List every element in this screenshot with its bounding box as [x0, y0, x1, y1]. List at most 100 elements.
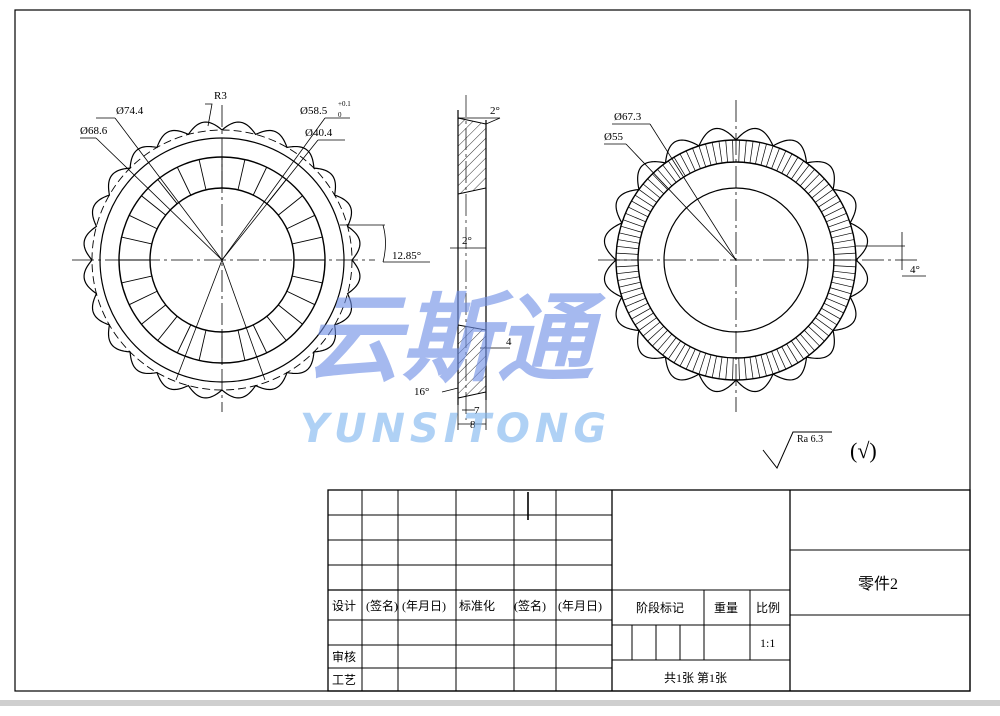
right-serration-line — [821, 200, 841, 213]
right-serration-line — [786, 343, 799, 363]
leader-lower-right — [221, 259, 266, 381]
left-radial-rib — [176, 324, 192, 353]
right-serration-line — [711, 355, 717, 378]
left-radial-rib — [141, 304, 166, 325]
right-serration-line — [776, 150, 787, 172]
dim-d585-tol-upper: +0.1 — [338, 100, 351, 108]
left-radial-rib — [121, 275, 152, 284]
right-serration-line — [616, 270, 639, 275]
right-serration-line — [738, 357, 740, 380]
left-radial-rib — [278, 195, 303, 216]
right-serration-line — [667, 340, 681, 360]
right-serration-line — [799, 169, 815, 187]
right-serration-line — [771, 148, 780, 169]
left-radial-rib — [286, 290, 315, 306]
right-serration-line — [628, 206, 649, 218]
dim-d585: Ø58.5 — [300, 105, 328, 117]
leader-d744 — [114, 117, 223, 261]
right-serration-line — [711, 142, 717, 165]
right-serration-line — [786, 157, 799, 177]
right-serration-line — [791, 340, 805, 360]
right-serration-line — [657, 333, 673, 351]
right-serration-line — [652, 173, 668, 190]
dim-d686: Ø68.6 — [80, 125, 108, 137]
left-radial-rib — [278, 304, 303, 325]
right-serration-line — [804, 330, 820, 347]
right-serration-line — [771, 351, 780, 372]
right-serration-line — [795, 337, 810, 356]
leader-d585 — [221, 117, 326, 261]
right-serration-line — [725, 140, 728, 163]
right-serration-line — [647, 326, 665, 342]
leader-lower-left — [175, 259, 223, 381]
tb-review-label: 审核 — [332, 649, 356, 664]
dim-section-7: 7 — [474, 405, 480, 417]
surface-roughness-symbol — [762, 431, 832, 469]
right-serration-line — [698, 145, 707, 167]
right-serration-line — [823, 206, 844, 218]
right-serration-line — [625, 212, 646, 223]
right-serration-line — [818, 194, 838, 208]
right-serration-line — [744, 140, 747, 163]
right-serration-line — [620, 225, 643, 233]
left-radial-rib — [292, 236, 323, 245]
right-serration-line — [738, 140, 740, 163]
right-serration-line — [799, 333, 815, 351]
right-serration-line — [807, 326, 825, 342]
left-radial-ribs — [119, 157, 325, 363]
tb-sheets-label: 共1张 第1张 — [664, 671, 727, 685]
tb-weight-label: 重量 — [714, 601, 738, 615]
right-serration-line — [765, 353, 774, 375]
right-serration-line — [815, 317, 834, 331]
right-serration-line — [725, 357, 728, 380]
left-outer-circle — [99, 137, 345, 383]
right-serration-line — [631, 307, 651, 320]
right-serration-line — [781, 346, 793, 367]
right-serration-line — [638, 189, 657, 203]
right-serration-line — [829, 287, 852, 295]
right-serration-line — [828, 292, 850, 301]
right-serration-line — [821, 307, 841, 320]
right-serration-line — [744, 357, 747, 380]
right-serration-line — [826, 212, 847, 223]
right-serration-line — [718, 141, 723, 164]
left-radial-rib — [157, 179, 178, 204]
right-serration-line — [749, 141, 754, 164]
right-serration-line — [829, 225, 852, 233]
right-serration-line — [657, 169, 673, 187]
leader-d404 — [221, 139, 319, 261]
tb-process-label: 工艺 — [332, 673, 356, 687]
right-serration-line — [831, 232, 853, 239]
left-view-gear — [72, 103, 430, 412]
dim-d744: Ø74.4 — [116, 105, 144, 117]
right-serration-lines — [616, 140, 856, 380]
right-serration-line — [667, 160, 681, 180]
right-serration-line — [833, 265, 856, 268]
right-bore-circle — [663, 187, 809, 333]
tb-design-label: 设计 — [332, 599, 356, 613]
right-serration-line — [634, 194, 654, 208]
left-radial-rib — [198, 330, 207, 361]
right-serration-line — [619, 281, 641, 288]
left-radial-rib — [129, 214, 158, 230]
right-serration-line — [619, 232, 641, 239]
right-serration-line — [765, 145, 774, 167]
left-radial-rib — [121, 236, 152, 245]
right-serration-line — [781, 153, 793, 174]
section-hatch-bottom — [457, 324, 487, 399]
right-serration-line — [679, 153, 691, 174]
right-serration-line — [617, 239, 640, 244]
roughness-value: Ra 6.3 — [797, 434, 823, 445]
right-serration-line — [760, 143, 767, 166]
section-hatch-top — [457, 117, 487, 195]
right-serration-line — [818, 312, 838, 326]
left-radial-rib — [237, 330, 246, 361]
right-serration-line — [832, 276, 855, 281]
left-radial-rib — [157, 316, 178, 341]
left-radial-rib — [252, 167, 268, 196]
roughness-general-check: (√) — [850, 438, 877, 463]
left-radial-rib — [141, 195, 166, 216]
right-serration-line — [826, 297, 847, 308]
right-serration-line — [807, 178, 825, 194]
dim-section-2deg-top: 2° — [490, 105, 500, 117]
